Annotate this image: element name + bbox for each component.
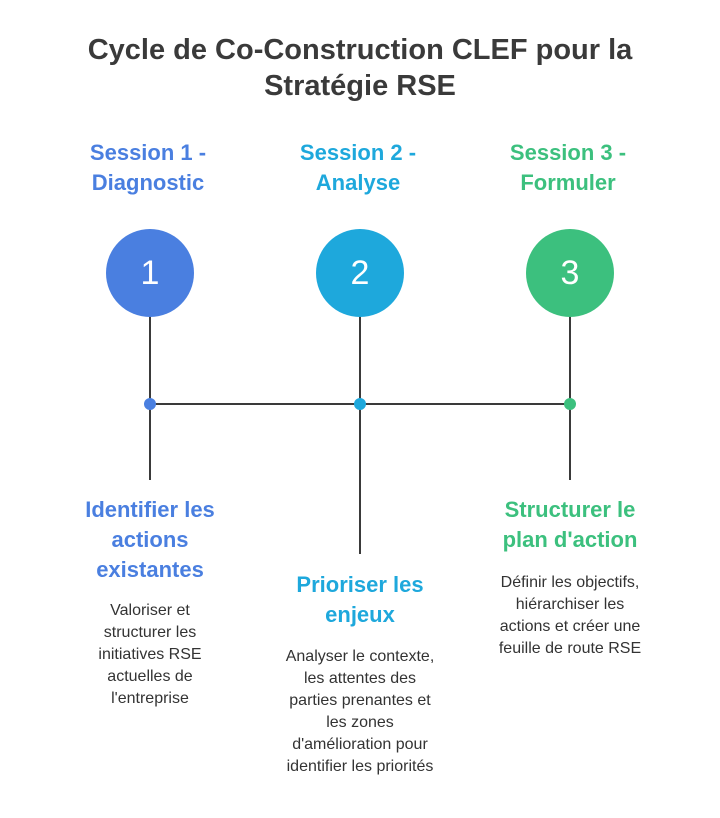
session-1-desc-line: structurer les — [103, 624, 197, 641]
session-2-circle: 2 — [316, 229, 404, 317]
session-2-label: Session 2 - Analyse — [258, 138, 458, 198]
session-3-desc-line: actions et créer une — [499, 618, 641, 635]
session-1-step-title-line: actions — [111, 527, 189, 552]
diagram-title-line: Stratégie RSE — [264, 70, 456, 102]
session-3-circle: 3 — [526, 229, 614, 317]
session-3-step-title: Structurer le plan d'action — [460, 495, 680, 555]
session-3-desc-line: hiérarchiser les — [515, 596, 625, 613]
connector-1-upper — [149, 316, 151, 404]
session-1-description: Valoriser et structurer les initiatives … — [50, 600, 250, 710]
session-3-step-title-line: Structurer le — [504, 497, 636, 522]
session-1-label-line1: Session 1 - — [89, 140, 207, 165]
diagram-title-line: Cycle de Co-Construction CLEF pour la — [87, 34, 633, 66]
session-1-desc-line: Valoriser et — [110, 602, 190, 619]
session-1-step-title-line: Identifier les — [85, 497, 215, 522]
session-1-desc-line: l'entreprise — [111, 690, 189, 707]
session-1-step-title-line: existantes — [96, 557, 204, 582]
session-3-desc-line: feuille de route RSE — [498, 640, 642, 657]
session-2-desc-line: d'amélioration pour — [292, 736, 428, 753]
session-2-desc-line: Analyser le contexte, — [285, 648, 435, 665]
session-1-desc-line: initiatives RSE — [98, 646, 202, 663]
session-1-label: Session 1 - Diagnostic — [48, 138, 248, 198]
session-2-step-title-line: Prioriser les — [296, 572, 424, 597]
session-2-number: 2 — [350, 254, 370, 292]
session-2-desc-line: parties prenantes et — [289, 692, 431, 709]
connector-3-lower — [569, 404, 571, 480]
session-3-number: 3 — [560, 254, 580, 292]
session-3-dot — [564, 398, 576, 410]
session-2-label-line1: Session 2 - — [299, 140, 417, 165]
connector-2-upper — [359, 316, 361, 404]
session-3-description: Définir les objectifs, hiérarchiser les … — [465, 572, 675, 660]
session-3-label: Session 3 - Formuler — [468, 138, 668, 198]
session-1-step-title: Identifier les actions existantes — [40, 495, 260, 585]
session-3-label-line2: Formuler — [520, 170, 616, 195]
session-1-number: 1 — [140, 254, 160, 292]
session-1-label-line2: Diagnostic — [91, 170, 205, 195]
connector-2-lower — [359, 404, 361, 554]
session-1-desc-line: actuelles de — [107, 668, 193, 685]
session-2-dot — [354, 398, 366, 410]
diagram-title: Cycle de Co-Construction CLEF pour la St… — [0, 32, 720, 104]
session-3-desc-line: Définir les objectifs, — [500, 574, 640, 591]
session-2-step-title: Prioriser les enjeux — [250, 570, 470, 630]
session-2-desc-line: identifier les priorités — [286, 758, 434, 775]
session-3-step-title-line: plan d'action — [502, 527, 638, 552]
connector-3-upper — [569, 316, 571, 404]
session-1-dot — [144, 398, 156, 410]
session-3-label-line1: Session 3 - — [509, 140, 627, 165]
session-2-step-title-line: enjeux — [325, 602, 395, 627]
connector-1-lower — [149, 404, 151, 480]
session-2-description: Analyser le contexte, les attentes des p… — [255, 646, 465, 778]
session-2-label-line2: Analyse — [315, 170, 401, 195]
session-1-circle: 1 — [106, 229, 194, 317]
session-2-desc-line: les attentes des — [303, 670, 417, 687]
session-2-desc-line: les zones — [326, 714, 394, 731]
